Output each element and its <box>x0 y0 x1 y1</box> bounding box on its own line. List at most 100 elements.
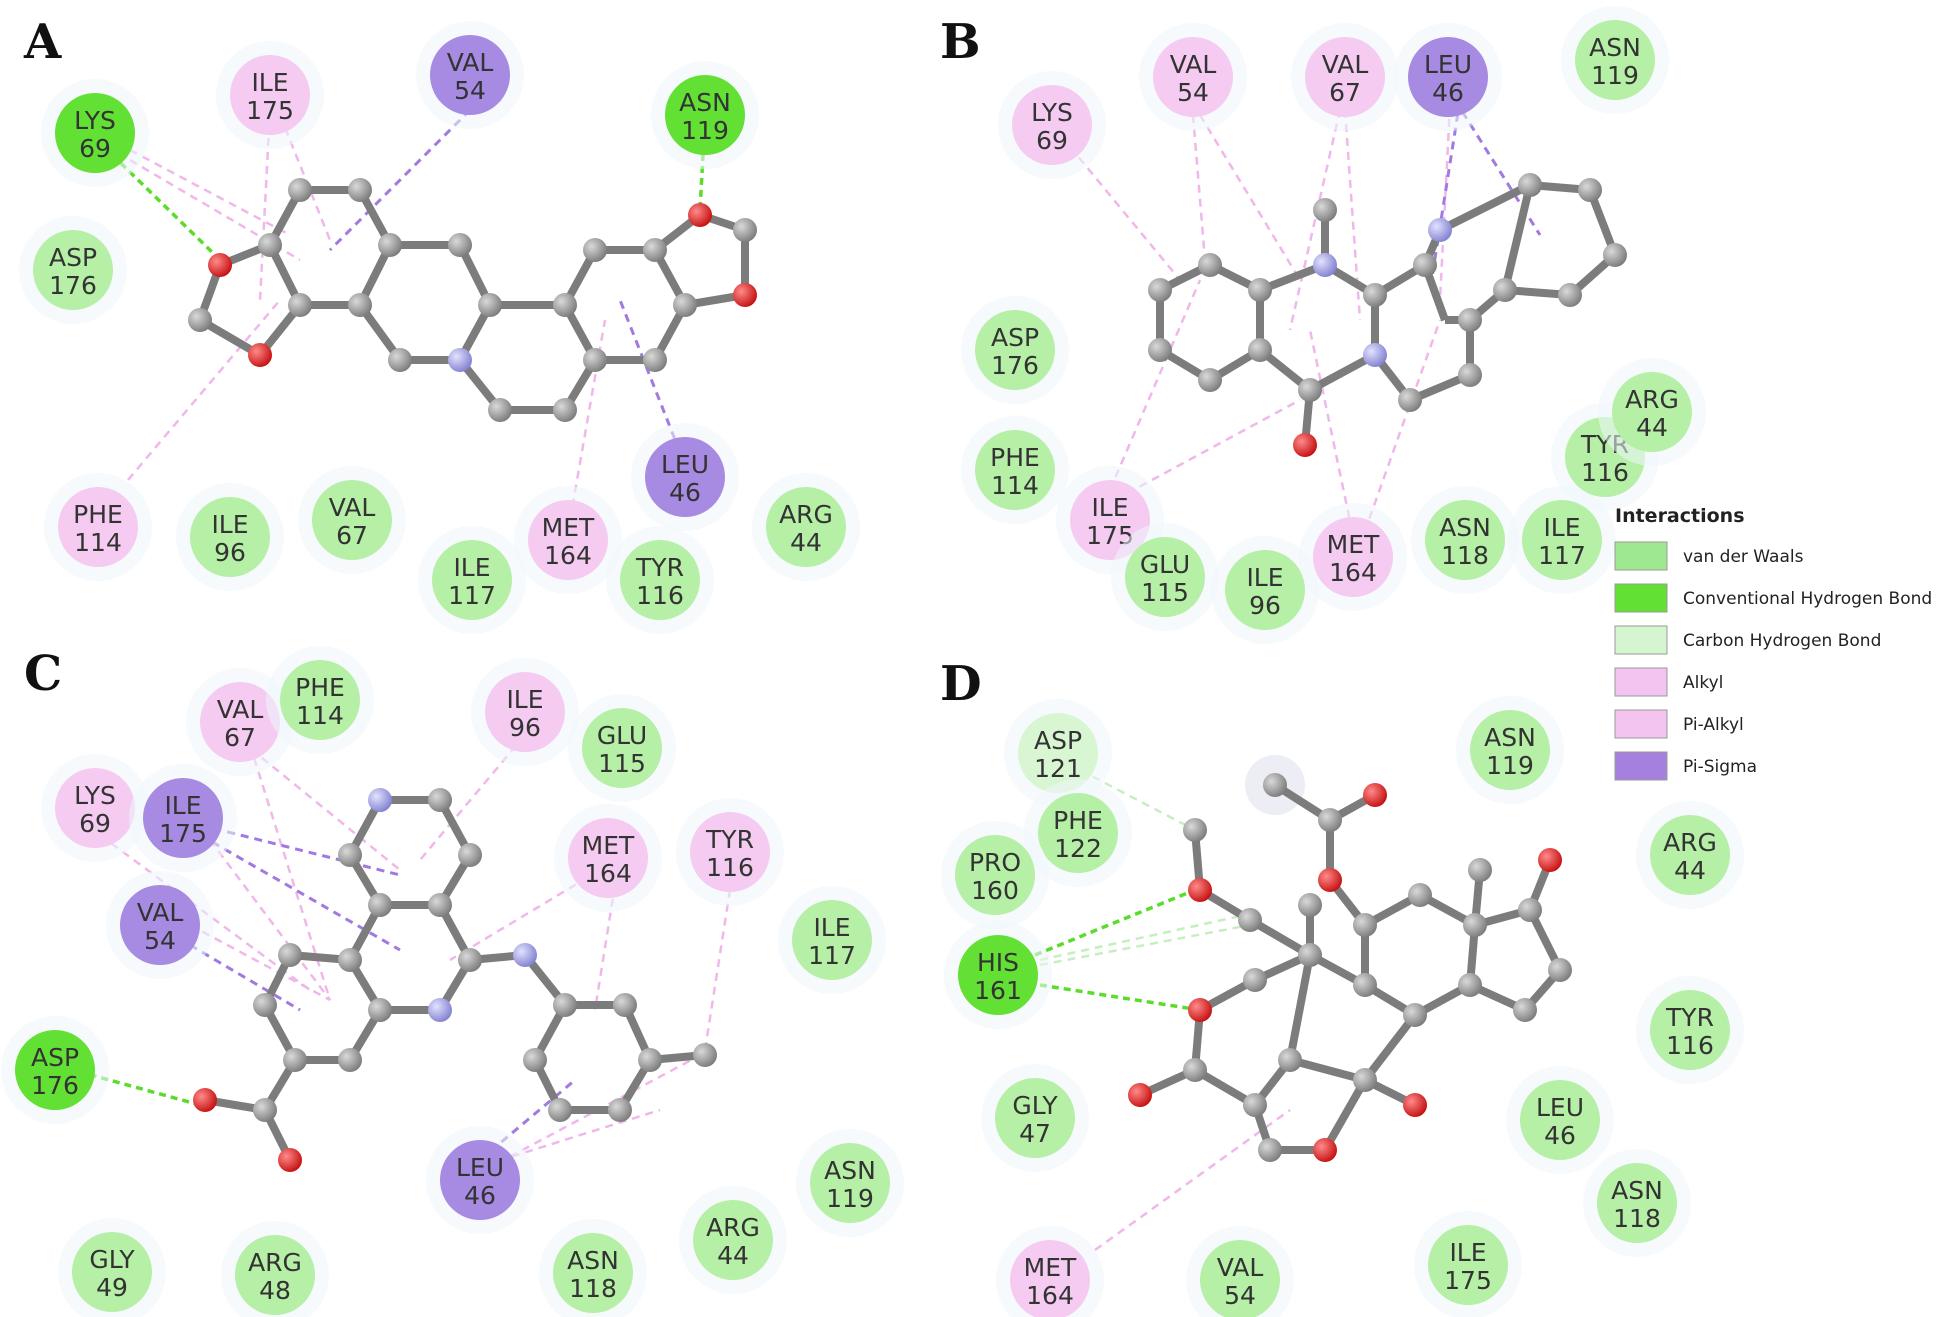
residue-number: 54 <box>1224 1281 1256 1310</box>
residue-number: 176 <box>991 351 1039 380</box>
residue-name: ILE <box>1449 1238 1486 1267</box>
residue-name: ILE <box>453 553 490 582</box>
residue-number: 116 <box>636 581 684 610</box>
residue-disc <box>55 768 135 848</box>
residues-b: LYS69VAL54VAL67LEU46ASN119ASP176PHE114IL… <box>961 6 1706 644</box>
residue-number: 117 <box>448 581 496 610</box>
residue-name: ASN <box>1611 1176 1663 1205</box>
residue-name: MET <box>582 831 635 860</box>
residue-disc <box>485 672 565 752</box>
residue-name: TYR <box>635 553 684 582</box>
residue-number: 117 <box>1538 541 1586 570</box>
residue-name: ASP <box>991 323 1039 352</box>
residue-disc <box>430 35 510 115</box>
residue-name: ASN <box>679 88 731 117</box>
residue-number: 96 <box>214 538 246 567</box>
residue-number: 96 <box>509 713 541 742</box>
legend-swatch <box>1614 667 1668 697</box>
residue-number: 116 <box>706 853 754 882</box>
residue-name: VAL <box>1170 50 1217 79</box>
residue-disc <box>1597 1163 1677 1243</box>
residue-number: 164 <box>1026 1281 1074 1310</box>
residue-disc <box>440 1140 520 1220</box>
residue-disc <box>995 1078 1075 1158</box>
residue-name: VAL <box>217 695 264 724</box>
residue-name: PRO <box>969 848 1021 877</box>
residue-name: ILE <box>1543 513 1580 542</box>
legend-swatch <box>1614 709 1668 739</box>
residue-name: PHE <box>1053 806 1103 835</box>
residue-disc <box>792 900 872 980</box>
residue-disc <box>230 55 310 135</box>
legend-label: Carbon Hydrogen Bond <box>1683 631 1881 651</box>
residue-name: ASN <box>1439 513 1491 542</box>
legend-item-pi-sigma: Pi-Sigma <box>1614 751 1757 781</box>
residue-disc <box>568 818 648 898</box>
residue-name: VAL <box>447 48 494 77</box>
residue-name: LEU <box>1536 1093 1584 1122</box>
residue-number: 46 <box>1544 1121 1576 1150</box>
residue-disc <box>975 430 1055 510</box>
residue-number: 164 <box>544 541 592 570</box>
residue-number: 54 <box>454 76 486 105</box>
residue-number: 46 <box>1432 78 1464 107</box>
residue-disc <box>1200 1240 1280 1317</box>
residue-name: ILE <box>251 68 288 97</box>
residues-d: ASP121PHE122PRO160HIS161ASN119ARG44TYR11… <box>941 696 1744 1317</box>
residue-disc <box>810 1143 890 1223</box>
residue-name: MET <box>542 513 595 542</box>
residue-name: TYR <box>705 825 754 854</box>
interaction-lines-a <box>93 108 707 521</box>
residue-name: PHE <box>990 443 1040 472</box>
residue-number: 48 <box>259 1276 291 1305</box>
residue-number: 116 <box>1666 1031 1714 1060</box>
residue-disc <box>280 660 360 740</box>
ligand-c <box>193 788 717 1172</box>
legend-label: Conventional Hydrogen Bond <box>1683 589 1932 609</box>
legend-item-carbon-hydrogen-bond: Carbon Hydrogen Bond <box>1614 625 1881 655</box>
residue-name: ASN <box>824 1156 876 1185</box>
residue-number: 54 <box>144 926 176 955</box>
residue-name: HIS <box>977 948 1019 977</box>
residue-name: ARG <box>779 500 833 529</box>
residue-disc <box>553 1233 633 1313</box>
residue-number: 115 <box>1141 578 1189 607</box>
residue-name: ASN <box>1484 723 1536 752</box>
ligand-d <box>1128 755 1572 1162</box>
residue-name: ASN <box>1589 33 1641 62</box>
residue-number: 67 <box>1329 78 1361 107</box>
residue-disc <box>1010 1240 1090 1317</box>
residue-number: 44 <box>717 1241 749 1270</box>
residue-disc <box>665 75 745 155</box>
residue-number: 164 <box>584 859 632 888</box>
residue-name: ARG <box>706 1213 760 1242</box>
residue-number: 116 <box>1581 458 1629 487</box>
residue-number: 118 <box>569 1274 617 1303</box>
residue-number: 44 <box>1636 413 1668 442</box>
legend-label: Alkyl <box>1683 673 1723 693</box>
residue-name: ASP <box>49 243 97 272</box>
residue-disc <box>528 500 608 580</box>
